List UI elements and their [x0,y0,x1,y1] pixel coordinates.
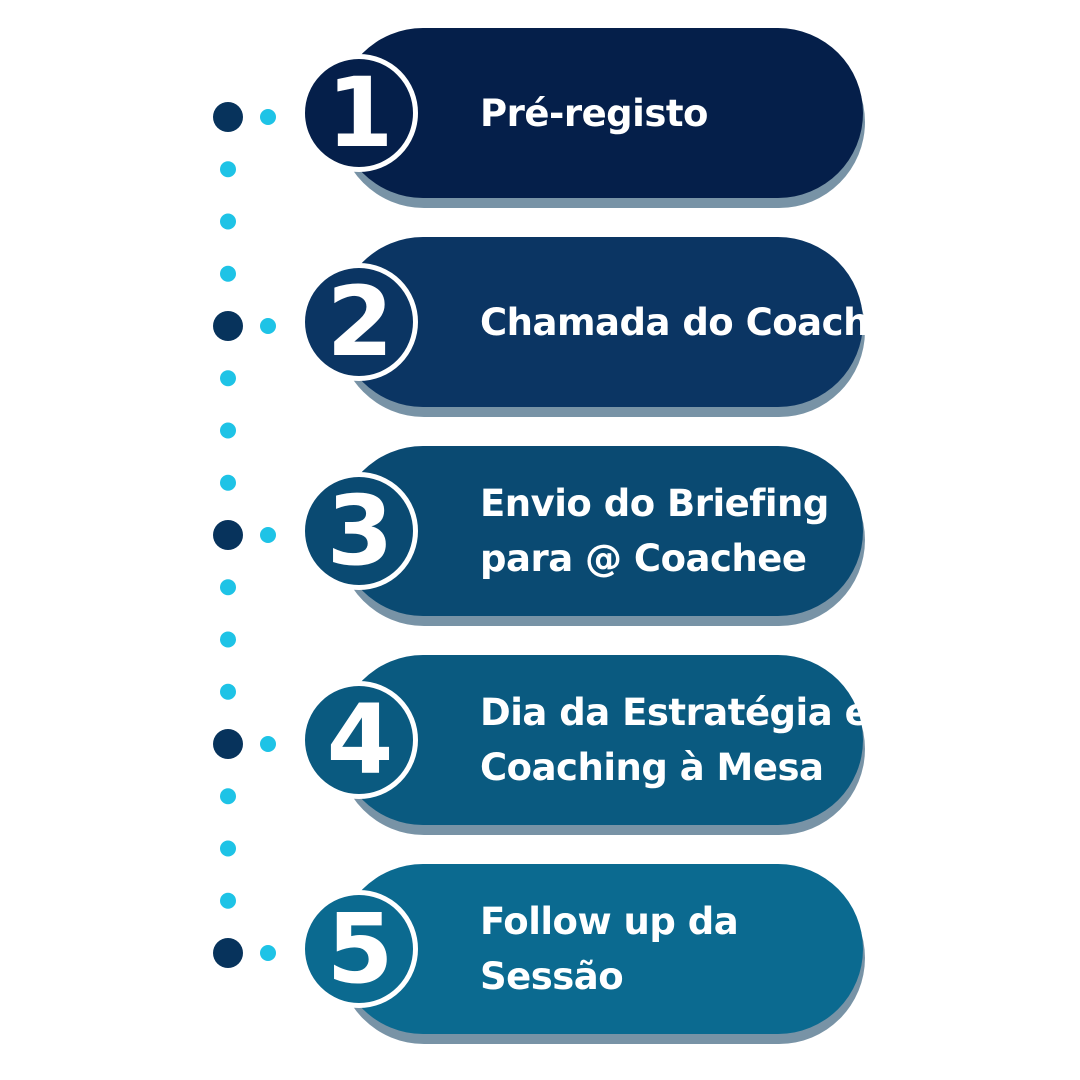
step-pill: Chamada do Coach [338,237,869,407]
timeline-connector-dot [260,945,276,961]
timeline-link-dot [220,579,236,596]
step-pill: Follow up da Sessão [338,864,863,1034]
step-label: Envio do Briefing para @ Coachee [480,482,829,580]
step-label: Chamada do Coach [480,300,869,344]
timeline-node-dot [213,520,243,550]
step-5: Follow up da Sessão 5 [300,864,865,1044]
step-number-badge: 1 [300,54,418,172]
timeline-link-dot [220,370,236,387]
step-label: Pré-registo [480,91,708,135]
step-pill: Pré-registo [338,28,863,198]
step-number-badge: 2 [300,263,418,381]
timeline-node-dot [213,938,243,968]
step-number: 2 [326,266,394,378]
timeline-node-dot [213,311,243,341]
step-label: Dia da Estratégia e Coaching à Mesa [480,691,870,789]
timeline-connector-dot [260,109,276,125]
timeline-link-dot [220,422,236,439]
step-2: Chamada do Coach 2 [300,237,869,417]
timeline-connector-dot [260,736,276,752]
timeline-connector-dot [260,318,276,334]
step-1: Pré-registo 1 [300,28,865,208]
timeline-link-dot [220,788,236,805]
step-number: 1 [326,57,394,169]
timeline-link-dot [220,474,236,491]
timeline-link-dot [220,892,236,909]
step-number: 5 [326,893,394,1005]
step-pill: Envio do Briefing para @ Coachee [338,446,863,616]
timeline-link-dot [220,213,236,230]
timeline-link-dot [220,683,236,700]
timeline-link-dot [220,265,236,282]
step-pill: Dia da Estratégia e Coaching à Mesa [338,655,870,825]
timeline-connector-dot [260,527,276,543]
step-number-badge: 5 [300,890,418,1008]
step-number-badge: 4 [300,681,418,799]
step-label: Follow up da Sessão [480,900,739,998]
step-number-badge: 3 [300,472,418,590]
step-3: Envio do Briefing para @ Coachee 3 [300,446,865,626]
timeline-node-dot [213,102,243,132]
timeline-link-dot [220,161,236,178]
step-number: 3 [326,475,394,587]
timeline-link-dot [220,631,236,648]
timeline-link-dot [220,840,236,857]
step-number: 4 [326,684,394,796]
timeline-node-dot [213,729,243,759]
step-4: Dia da Estratégia e Coaching à Mesa 4 [300,655,870,835]
